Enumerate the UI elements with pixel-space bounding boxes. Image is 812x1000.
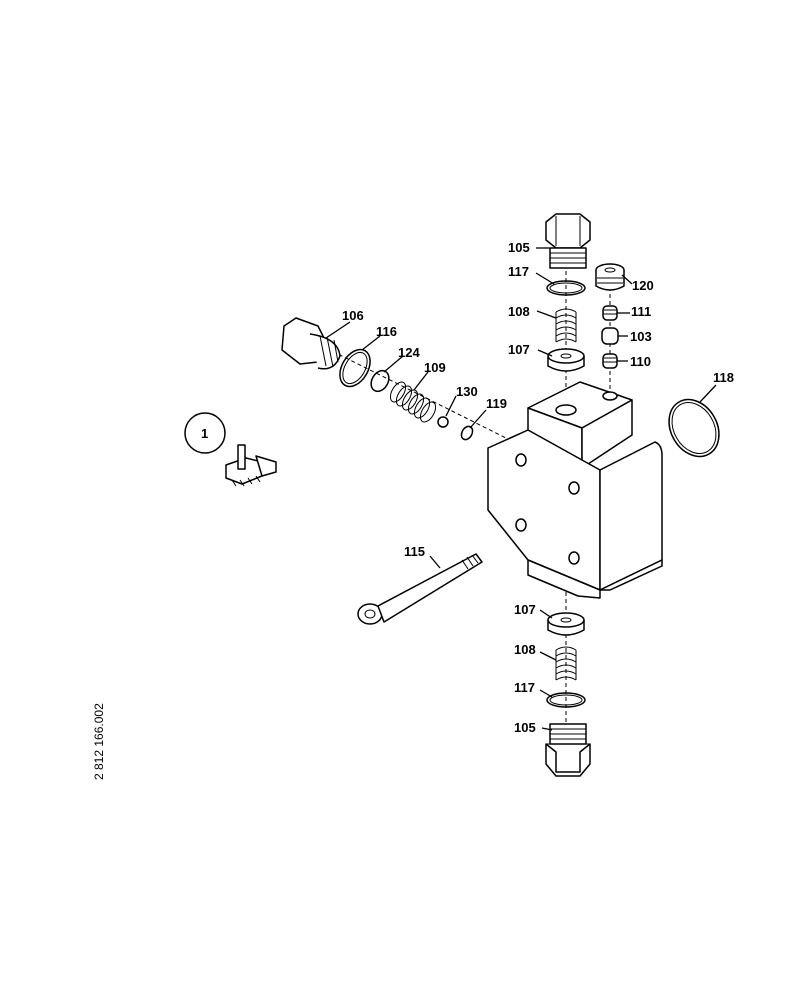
piston-103 (601, 327, 619, 345)
callout-107-bottom: 107 (514, 602, 536, 617)
callout-117-top: 117 (508, 264, 529, 279)
callout-111: 111 (631, 304, 651, 319)
callout-110: 110 (630, 354, 651, 369)
callout-120: 120 (632, 278, 654, 293)
callout-118: 118 (713, 370, 734, 385)
view-1-detail (184, 412, 277, 487)
callout-106: 106 (342, 308, 364, 323)
bolt-115 (357, 553, 483, 625)
o-ring-118 (668, 398, 720, 458)
callout-105-top: 105 (508, 240, 530, 255)
ball-130 (437, 416, 449, 428)
callout-1: 1 (201, 426, 208, 441)
callout-115: 115 (404, 544, 425, 559)
spring-108-top (555, 308, 577, 343)
leader-lines (325, 247, 717, 731)
spring-110 (602, 353, 618, 369)
spring-111 (602, 305, 618, 321)
washer-107-top (547, 348, 585, 372)
washer-107-bottom (547, 612, 585, 636)
callout-108-bottom: 108 (514, 642, 536, 657)
plug-105-top (545, 213, 591, 269)
spring-108-bottom (555, 646, 577, 681)
plug-105-bottom (545, 723, 591, 777)
callout-108-top: 108 (508, 304, 530, 319)
callout-109: 109 (424, 360, 446, 375)
callout-105-bottom: 105 (514, 720, 536, 735)
o-ring-117-top (546, 280, 586, 296)
spring-109 (389, 381, 437, 423)
o-ring-124 (370, 369, 390, 393)
drawing-number: 2 812 166.002 (92, 703, 106, 780)
callout-116: 116 (376, 324, 397, 339)
plug-106 (281, 317, 341, 370)
plug-120 (595, 263, 625, 291)
o-ring-119 (460, 425, 474, 441)
callout-107-top: 107 (508, 342, 530, 357)
o-ring-116 (339, 348, 371, 388)
callout-130: 130 (456, 384, 478, 399)
valve-body (487, 381, 663, 599)
callout-119: 119 (486, 396, 507, 411)
callout-labels: 105 117 120 108 111 103 107 110 118 106 … (201, 240, 734, 735)
o-ring-117-bottom (546, 692, 586, 708)
callout-117-bottom: 117 (514, 680, 535, 695)
callout-103: 103 (630, 329, 652, 344)
callout-124: 124 (398, 345, 420, 360)
